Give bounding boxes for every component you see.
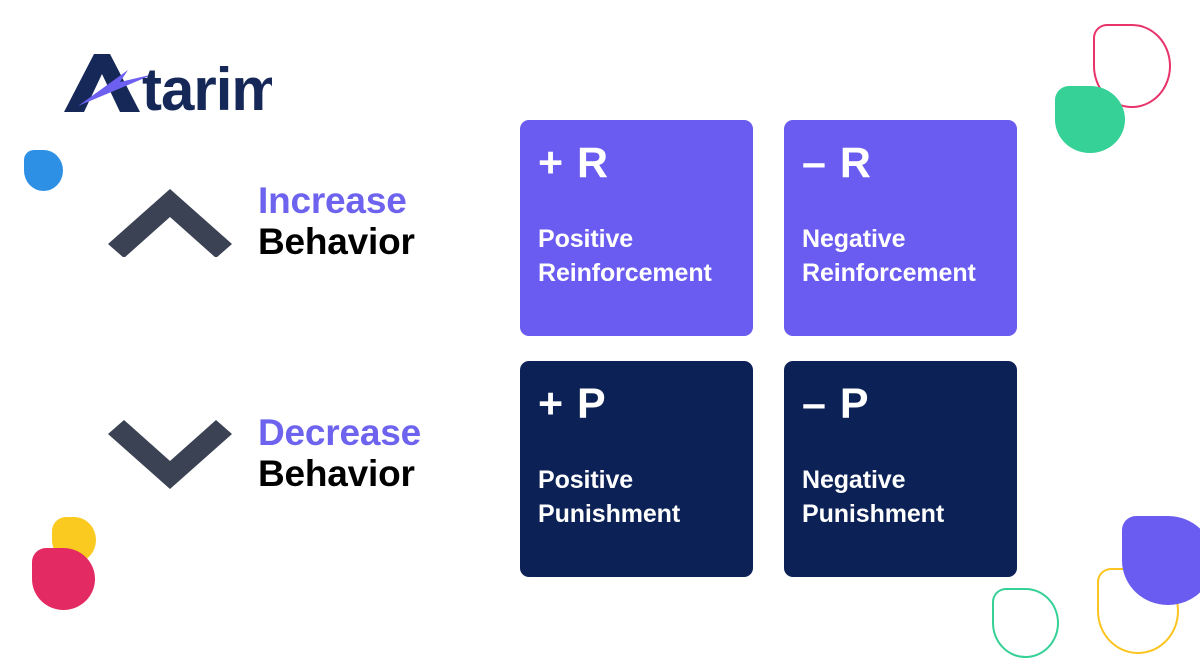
card-label-line1: Negative	[802, 466, 906, 494]
svg-text:tarim: tarim	[142, 56, 272, 114]
green-leaf-icon	[1055, 86, 1125, 153]
row-increase-subject: Behavior	[258, 221, 415, 263]
card-label-line2: Reinforcement	[538, 258, 712, 287]
card-label-line1: Positive	[538, 225, 634, 253]
card-positive-punishment[interactable]: + P Positive Punishment	[520, 361, 753, 577]
chevron-down-icon	[108, 417, 232, 490]
atarim-logo-icon: tarim	[64, 54, 285, 123]
card-label: Negative Punishment	[802, 464, 997, 531]
card-sign: – R	[802, 139, 872, 187]
magenta-leaf-icon	[32, 548, 95, 610]
card-label-line1: Negative	[802, 225, 906, 253]
quadrant-grid: + R Positive Reinforcement – R Negative …	[520, 120, 1017, 577]
card-sign: + R	[538, 139, 610, 187]
atarim-logo[interactable]: tarim	[62, 52, 285, 123]
card-label: Negative Reinforcement	[802, 223, 997, 290]
row-decrease-subject: Behavior	[258, 453, 415, 495]
card-sign: + P	[538, 380, 607, 428]
row-increase: Increase Behavior	[108, 180, 415, 263]
card-label-line2: Punishment	[538, 499, 681, 528]
row-decrease-direction: Decrease	[258, 412, 421, 453]
blue-leaf-icon	[24, 150, 63, 191]
card-label-line2: Punishment	[802, 499, 945, 528]
infographic-canvas: tarim Increase Behavior Decrease Behavio…	[24, 24, 1200, 658]
card-label: Positive Reinforcement	[538, 223, 733, 290]
pink-outline-leaf-icon	[1093, 24, 1171, 108]
card-negative-reinforcement[interactable]: – R Negative Reinforcement	[784, 120, 1017, 336]
row-decrease-text: Decrease Behavior	[258, 412, 421, 495]
chevron-up-icon	[108, 185, 232, 258]
row-increase-direction: Increase	[258, 180, 407, 221]
row-increase-text: Increase Behavior	[258, 180, 415, 263]
row-decrease: Decrease Behavior	[108, 412, 421, 495]
card-label-line2: Reinforcement	[802, 258, 976, 287]
card-label-line1: Positive	[538, 466, 634, 494]
card-label: Positive Punishment	[538, 464, 733, 531]
card-negative-punishment[interactable]: – P Negative Punishment	[784, 361, 1017, 577]
green-outline-leaf-icon	[992, 588, 1059, 658]
purple-leaf-icon	[1122, 516, 1200, 605]
card-positive-reinforcement[interactable]: + R Positive Reinforcement	[520, 120, 753, 336]
card-sign: – P	[802, 380, 870, 428]
